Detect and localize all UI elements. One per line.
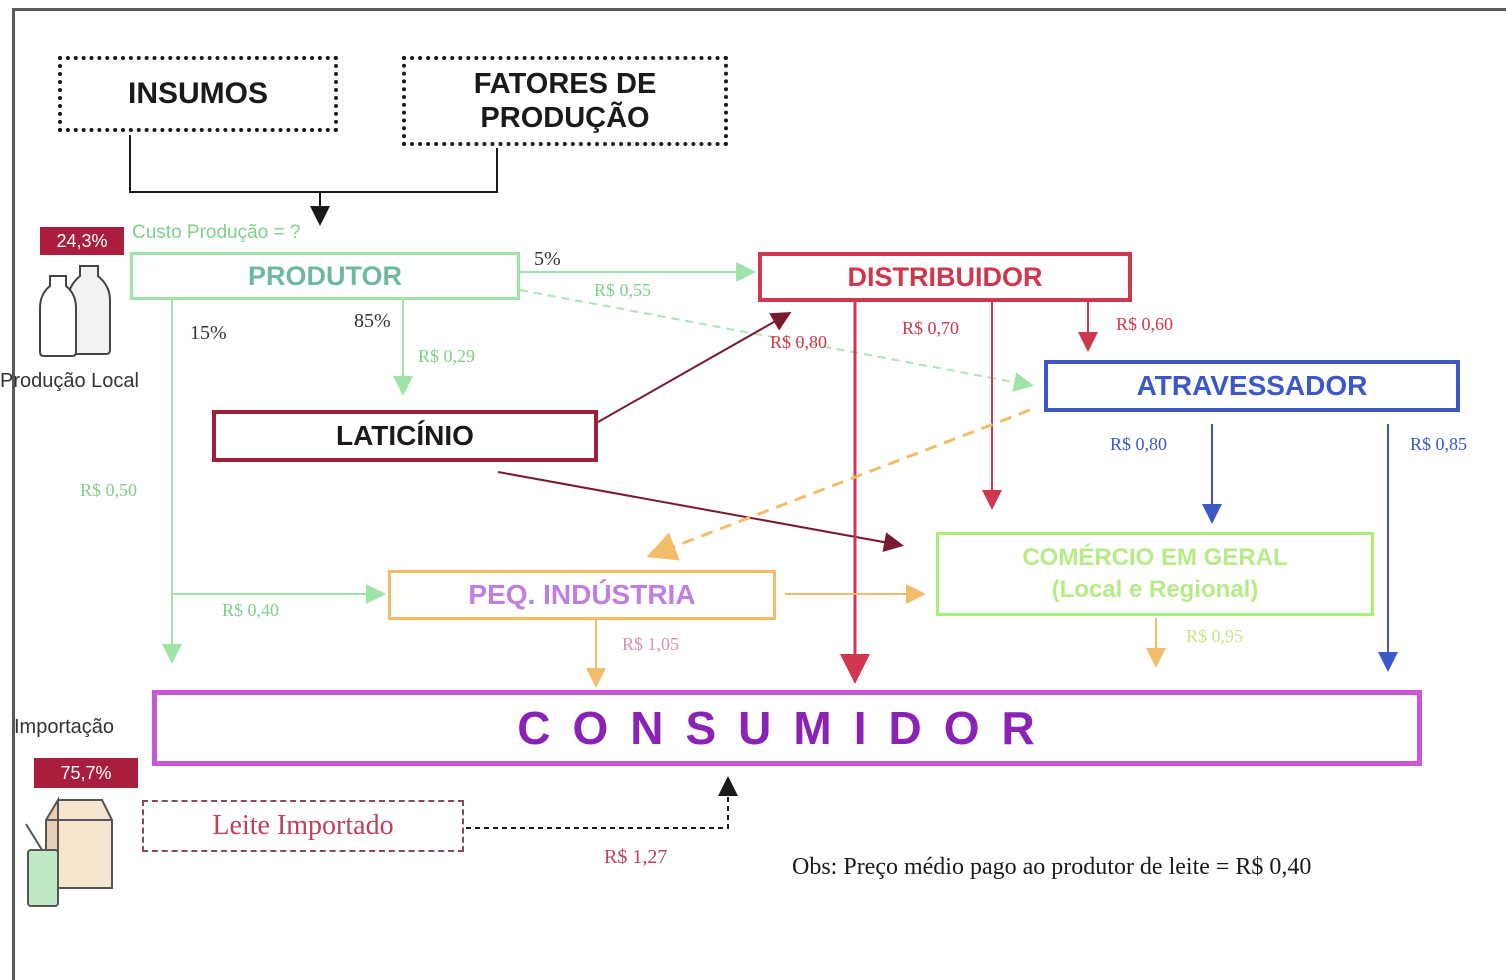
price-dist-cons: R$ 0,80 xyxy=(770,332,828,352)
atravessador-box: ATRAVESSADOR xyxy=(1044,360,1460,412)
fatores-box: FATORES DE PRODUÇÃO xyxy=(402,56,728,146)
laticinio-box: LATICÍNIO xyxy=(212,410,598,462)
peq-industria-box: PEQ. INDÚSTRIA xyxy=(388,570,776,620)
price-prod-cons: R$ 0,50 xyxy=(80,480,138,500)
import-to-cons xyxy=(466,776,738,829)
price-prod-dist: R$ 0,55 xyxy=(594,280,652,300)
comercio-label-line1: COMÉRCIO EM GERAL xyxy=(1022,544,1288,571)
lat-to-com xyxy=(497,471,904,552)
pct-5-label: 5% xyxy=(534,248,561,270)
laticinio-label: LATICÍNIO xyxy=(336,420,474,451)
price-atr-com: R$ 0,80 xyxy=(1110,434,1168,454)
produtor-box: PRODUTOR xyxy=(130,252,520,300)
prod-to-atr-dashed xyxy=(519,289,1034,392)
comercio-label-line2: (Local e Regional) xyxy=(1051,576,1259,603)
fatores-label-line2: PRODUÇÃO xyxy=(480,102,650,134)
price-atr-cons: R$ 0,85 xyxy=(1410,434,1468,454)
insumos-box: INSUMOS xyxy=(58,56,338,132)
produtor-label: PRODUTOR xyxy=(247,260,402,291)
atravessador-label: ATRAVESSADOR xyxy=(1136,370,1368,401)
importacao-label: Importação xyxy=(14,716,115,738)
consumidor-box: CONSUMIDOR xyxy=(152,690,1422,766)
price-imp-cons: R$ 1,27 xyxy=(604,846,668,868)
price-com-cons: R$ 0,95 xyxy=(1186,626,1244,646)
insumos-label: INSUMOS xyxy=(127,77,268,110)
price-prod-lat: R$ 0,29 xyxy=(418,346,476,366)
pct-85-label: 85% xyxy=(354,310,391,332)
price-prod-peq: R$ 0,40 xyxy=(222,600,280,620)
price-dist-atr: R$ 0,60 xyxy=(1116,314,1174,334)
pct-15-label: 15% xyxy=(190,322,227,344)
consumidor-label: CONSUMIDOR xyxy=(517,702,1057,754)
milk-carton-icon xyxy=(25,796,113,907)
price-peq-cons: R$ 1,05 xyxy=(622,634,680,654)
diagram-frame xyxy=(12,8,1506,980)
peq-industria-label: PEQ. INDÚSTRIA xyxy=(468,579,696,610)
price-dist-com: R$ 0,70 xyxy=(902,318,960,338)
custo-producao-label: Custo Produção = ? xyxy=(132,222,301,243)
comercio-box: COMÉRCIO EM GERAL (Local e Regional) xyxy=(936,532,1374,616)
distribuidor-label: DISTRIBUIDOR xyxy=(847,261,1043,292)
lat-to-dist xyxy=(597,312,792,423)
import-share-badge: 75,7% xyxy=(34,758,138,788)
distribuidor-box: DISTRIBUIDOR xyxy=(758,252,1132,302)
inputs-bracket xyxy=(129,135,498,193)
local-share-value: 24,3% xyxy=(56,230,108,251)
import-share-value: 75,7% xyxy=(60,762,112,783)
atr-to-peq-dashed xyxy=(646,408,1031,561)
milk-bottles-icon xyxy=(39,265,111,357)
fatores-label-line1: FATORES DE xyxy=(473,68,657,100)
leite-importado-label: Leite Importado xyxy=(212,810,394,841)
leite-importado-box: Leite Importado xyxy=(142,800,464,852)
obs-note: Obs: Preço médio pago ao produtor de lei… xyxy=(792,854,1312,880)
local-share-badge: 24,3% xyxy=(40,227,124,255)
producao-local-label: Produção Local xyxy=(0,370,139,392)
